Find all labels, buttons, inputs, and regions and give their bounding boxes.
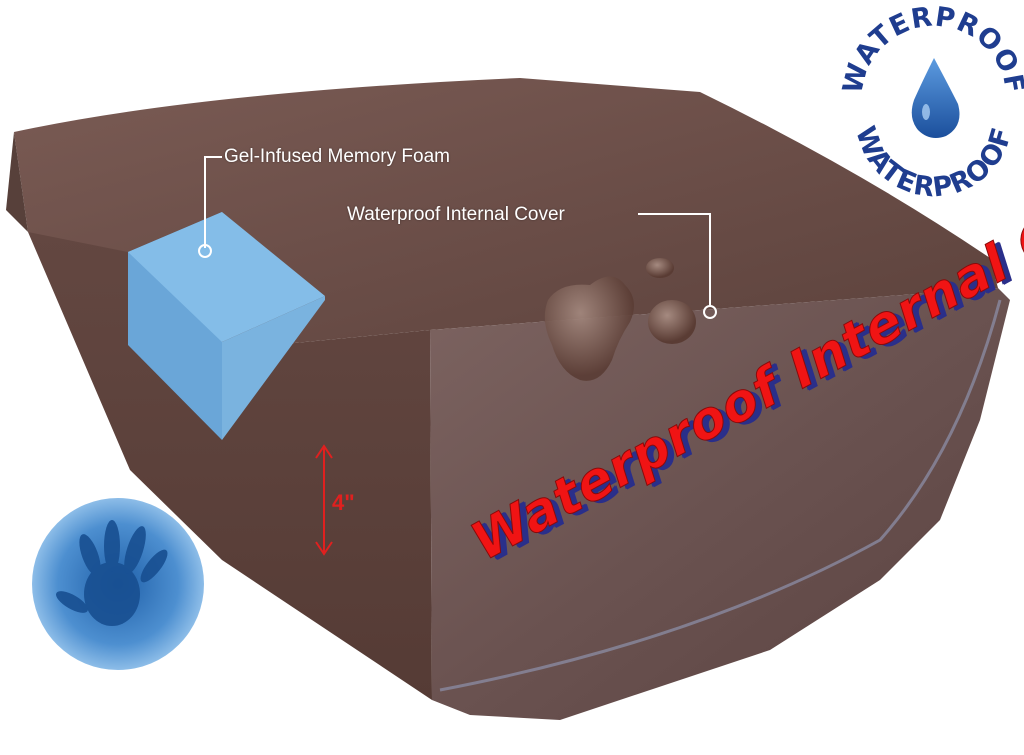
cover-callout-dot: [703, 305, 717, 319]
height-label: 4": [332, 490, 355, 515]
mattress-left-side: [6, 132, 28, 232]
water-drop-small: [646, 258, 674, 278]
zipper-seam: [439, 299, 1002, 692]
foam-cutaway-face: [222, 296, 325, 440]
height-arrow-bottom-head: [315, 541, 333, 556]
foam-callout-dot: [198, 244, 212, 258]
foam-cutaway-top: [128, 212, 325, 342]
mattress-right-side: [430, 288, 1010, 720]
water-drop-medium: [648, 300, 696, 344]
foam-callout-line: [204, 156, 222, 248]
water-puddle: [544, 276, 634, 381]
foam-callout-label: Gel-Infused Memory Foam: [224, 146, 450, 167]
hand-print-icon: [56, 520, 168, 626]
cover-callout-line: [638, 213, 711, 307]
mattress-front-side: [28, 232, 432, 700]
height-arrow-top-head: [315, 444, 333, 459]
cover-callout-label: Waterproof Internal Cover: [347, 204, 565, 225]
waterproof-badge: WATERPROOF WATERPROOF: [837, 1, 1024, 203]
water-drop-icon: [911, 58, 960, 138]
